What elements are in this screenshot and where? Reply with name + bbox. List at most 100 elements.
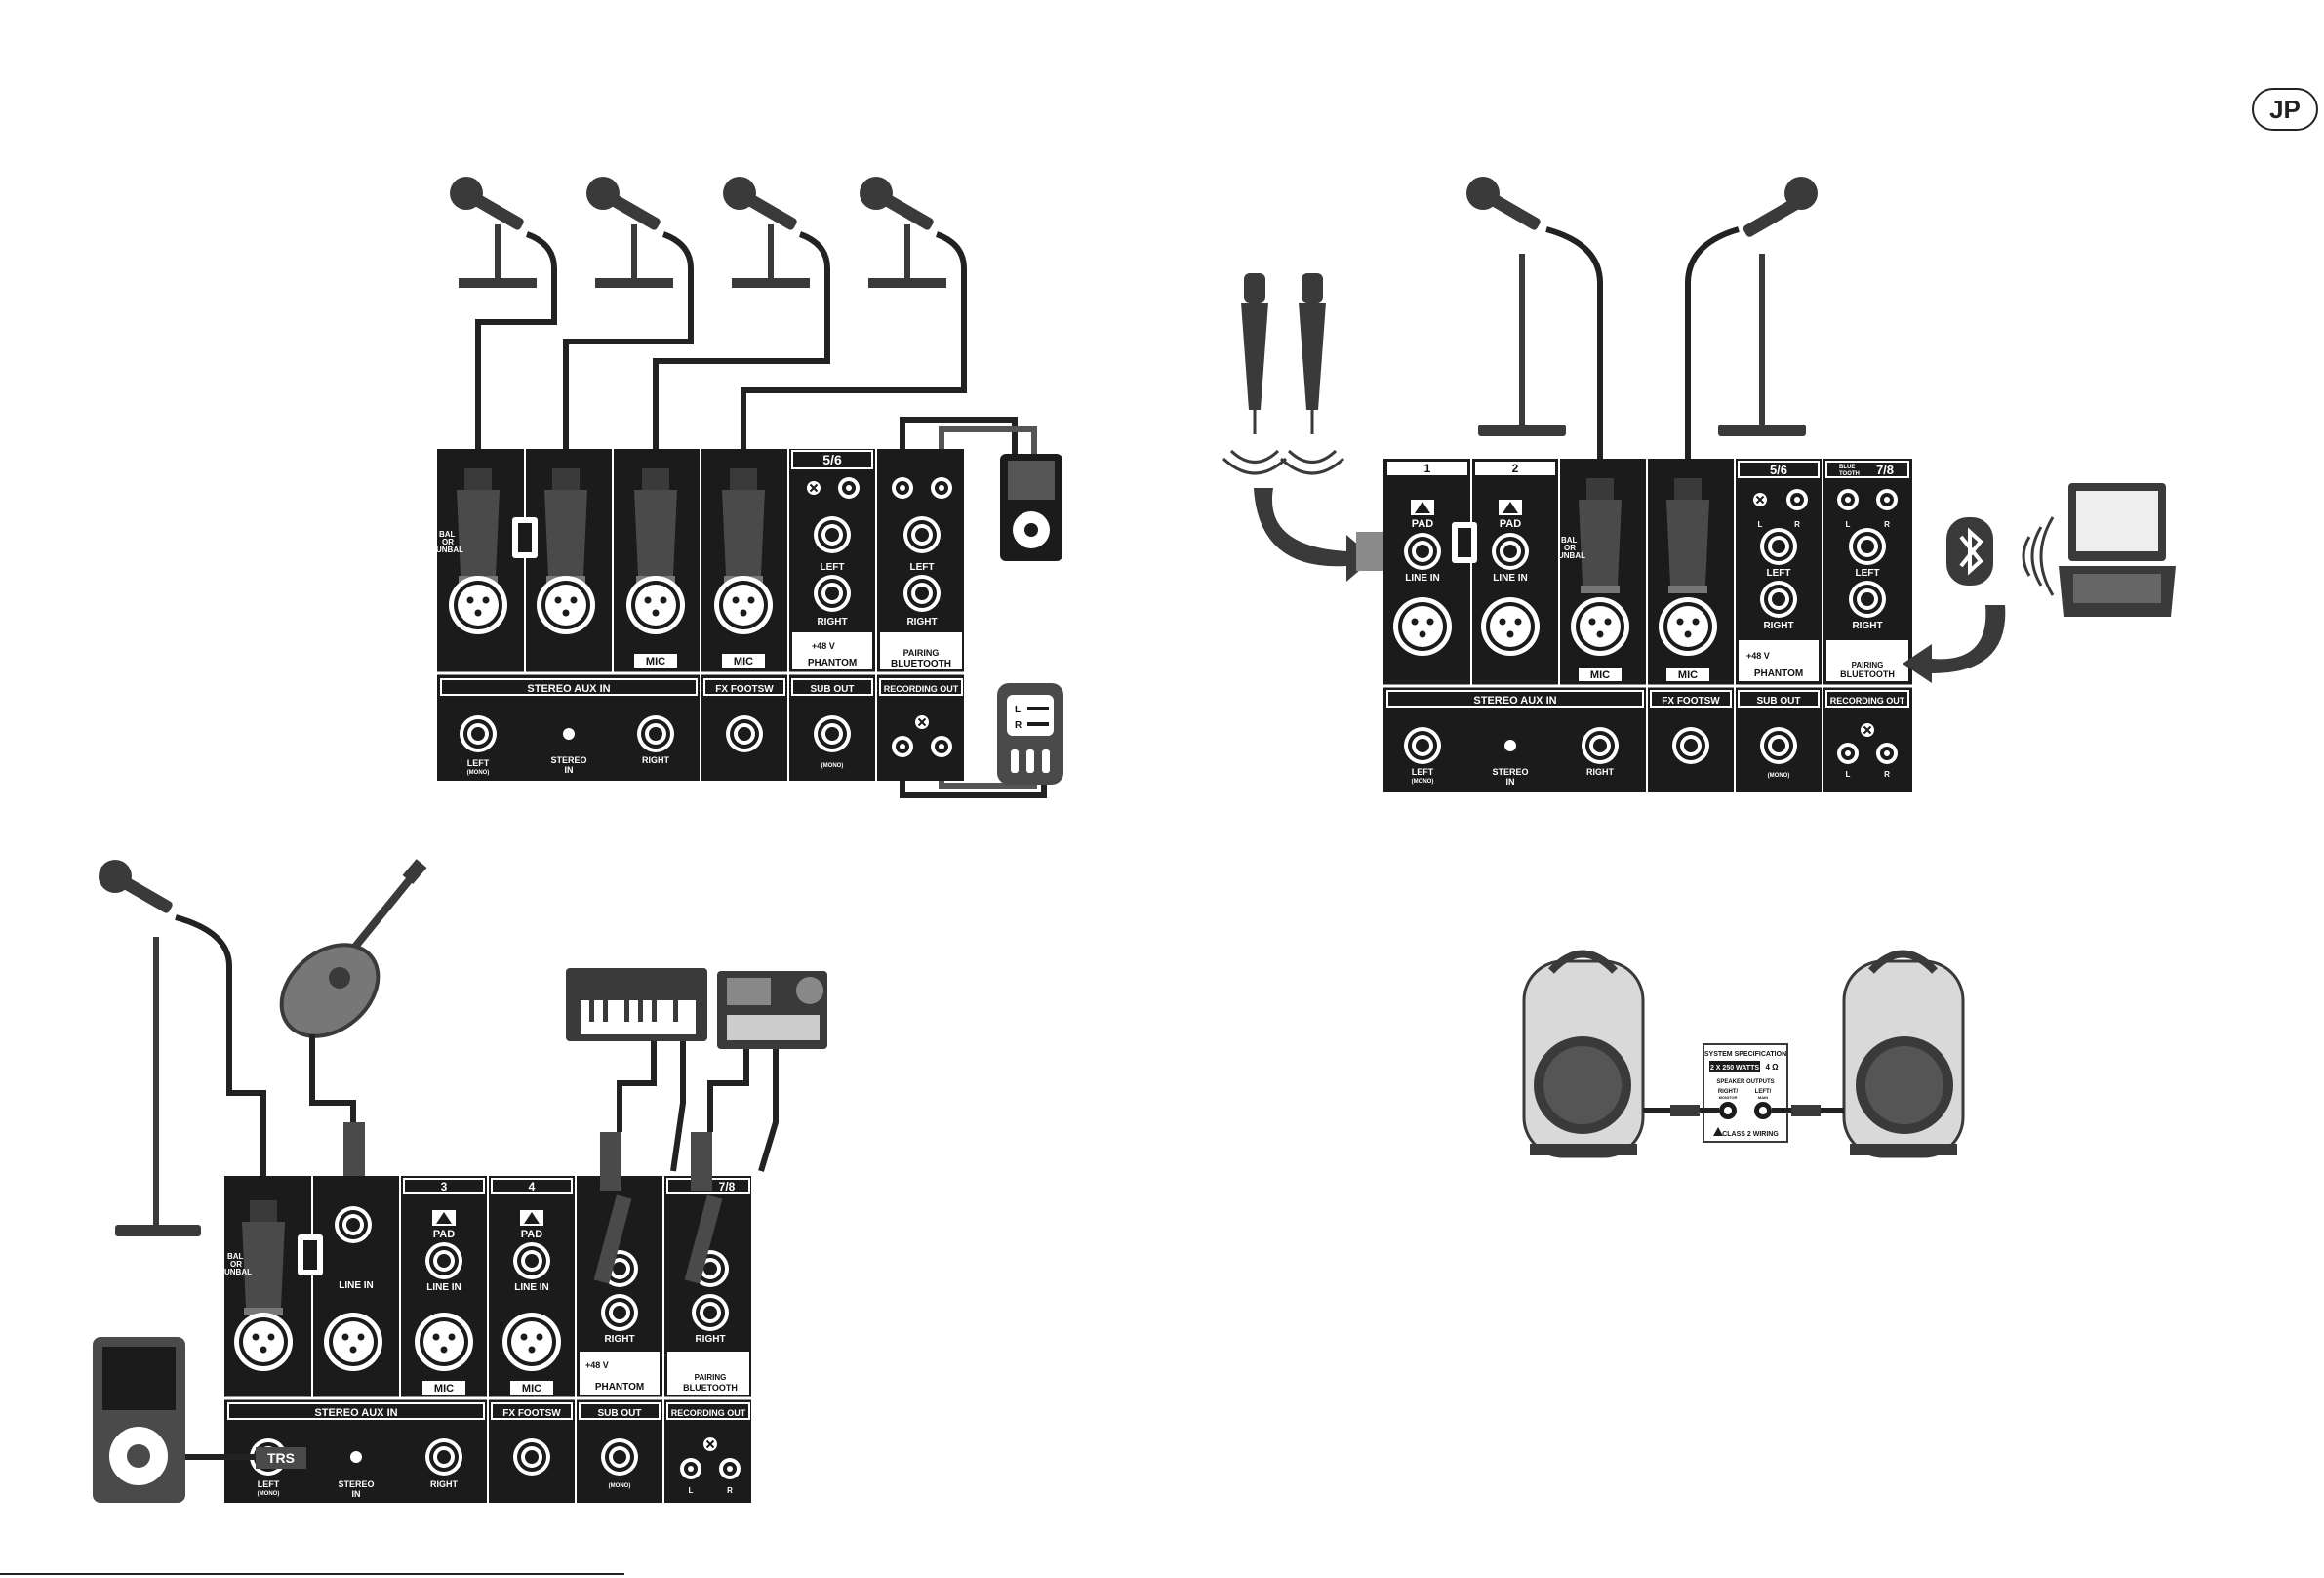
plate-left: LEFT/ bbox=[1755, 1089, 1772, 1095]
sub-out-sub: (MONO) bbox=[821, 763, 844, 769]
bluetooth-label: BLUETOOTH bbox=[683, 1383, 738, 1393]
right-label: RIGHT bbox=[604, 1334, 634, 1345]
aux-right-label: RIGHT bbox=[1586, 767, 1615, 777]
sub-out-sub: (MONO) bbox=[609, 1483, 631, 1489]
microphone-icon bbox=[99, 860, 201, 1236]
plate-watts: 2 X 250 WATTS bbox=[1710, 1065, 1759, 1072]
pairing-label: PAIRING bbox=[1852, 661, 1884, 669]
bluetooth-header-b: TOOTH bbox=[1839, 471, 1860, 477]
aux-left-label: LEFT bbox=[467, 758, 490, 768]
fx-footswitch-label: FX FOOTSW bbox=[502, 1408, 561, 1419]
phantom-voltage: +48 V bbox=[1746, 651, 1770, 661]
r-label: R bbox=[727, 1486, 733, 1495]
channel-7-8-header: 7/8 bbox=[1876, 463, 1894, 477]
l-label: L bbox=[1846, 770, 1851, 779]
phantom-label: PHANTOM bbox=[595, 1382, 644, 1393]
stereo-aux-in-header: STEREO AUX IN bbox=[314, 1407, 397, 1419]
aux-left-label: LEFT bbox=[258, 1479, 280, 1489]
diagram-four-mics: BAL OR UNBAL MIC MIC 5/6 LEFT RIGHT +48 … bbox=[436, 177, 1063, 798]
stereo-label: STEREO bbox=[338, 1479, 374, 1489]
aux-right-label: RIGHT bbox=[642, 755, 670, 765]
microphone-icon bbox=[586, 177, 673, 288]
speaker-output-plate: SYSTEM SPECIFICATION 2 X 250 WATTS 4 Ω S… bbox=[1703, 1043, 1788, 1143]
phantom-voltage: +48 V bbox=[585, 1360, 609, 1370]
bal-label: OR bbox=[442, 538, 454, 546]
sub-out-label: SUB OUT bbox=[811, 684, 855, 695]
sub-out-sub: (MONO) bbox=[1768, 773, 1790, 779]
bluetooth-icon bbox=[1946, 517, 1993, 586]
phantom-label: PHANTOM bbox=[1754, 668, 1803, 679]
instrument-cables bbox=[617, 1041, 779, 1172]
microphone-icon bbox=[860, 177, 946, 288]
pairing-label: PAIRING bbox=[695, 1373, 727, 1382]
channel-label: MIC bbox=[734, 656, 753, 668]
microphone-icon bbox=[450, 177, 537, 288]
in-label: IN bbox=[1506, 777, 1515, 787]
right-label: RIGHT bbox=[906, 617, 937, 627]
mixer-panel bbox=[437, 449, 964, 781]
recording-out-label: RECORDING OUT bbox=[1830, 696, 1905, 706]
keyboard-icon bbox=[566, 968, 707, 1041]
r-label: R bbox=[1794, 520, 1800, 529]
pad-label: PAD bbox=[521, 1229, 542, 1240]
channel-4-number: 4 bbox=[529, 1180, 536, 1194]
right-label: RIGHT bbox=[1852, 621, 1882, 631]
l-label: L bbox=[1758, 520, 1763, 529]
left-label: LEFT bbox=[1856, 568, 1880, 579]
channel-1-number: 1 bbox=[1424, 462, 1431, 475]
drum-machine-icon bbox=[717, 971, 827, 1049]
channel-7-8-header: 7/8 bbox=[719, 1180, 736, 1194]
speaker-icon bbox=[1842, 950, 1965, 1158]
left-label: LEFT bbox=[910, 562, 935, 573]
plate-right: RIGHT/ bbox=[1718, 1089, 1739, 1095]
r-label: R bbox=[1884, 770, 1890, 779]
fx-footswitch-label: FX FOOTSW bbox=[1662, 696, 1720, 707]
aux-left-sub: (MONO) bbox=[467, 770, 490, 776]
diagram-guitar-keyboard: BAL OR UNBAL LINE IN 3 PAD LINE IN MIC 4… bbox=[93, 859, 827, 1503]
left-label: LEFT bbox=[1767, 568, 1791, 579]
stereo-aux-in-header: STEREO AUX IN bbox=[527, 683, 610, 695]
pad-label: PAD bbox=[1412, 518, 1433, 530]
bal-label: UNBAL bbox=[224, 1268, 252, 1276]
in-label: IN bbox=[565, 765, 574, 775]
wireless-microphone-icon bbox=[1279, 273, 1345, 475]
line-in-label: LINE IN bbox=[1405, 573, 1440, 584]
language-label: JP bbox=[2269, 94, 2301, 124]
diagram-wireless-bluetooth: 1 PAD LINE IN 2 PAD LINE IN MIC MIC BAL … bbox=[1222, 177, 2176, 792]
wireless-signal-icon bbox=[2022, 516, 2055, 596]
left-label: LEFT bbox=[821, 562, 845, 573]
diagram-speakers: SYSTEM SPECIFICATION 2 X 250 WATTS 4 Ω S… bbox=[1522, 950, 1965, 1158]
speaker-icon bbox=[1522, 950, 1645, 1158]
r-label: R bbox=[1884, 520, 1890, 529]
aux-left-sub: (MONO) bbox=[1412, 779, 1434, 785]
channel-5-6-header: 5/6 bbox=[822, 452, 842, 467]
right-label: RIGHT bbox=[817, 617, 847, 627]
bal-label: BAL bbox=[227, 1252, 244, 1261]
bal-label: BAL bbox=[1561, 536, 1578, 545]
pad-label: PAD bbox=[1500, 518, 1521, 530]
aux-left-label: LEFT bbox=[1412, 767, 1434, 777]
stereo-label: STEREO bbox=[550, 755, 586, 765]
language-badge: JP bbox=[2252, 88, 2318, 131]
channel-label: MIC bbox=[1590, 669, 1610, 681]
fx-footswitch-label: FX FOOTSW bbox=[715, 684, 774, 695]
bal-label: UNBAL bbox=[436, 546, 463, 554]
bal-label: UNBAL bbox=[1558, 551, 1585, 560]
line-in-label: LINE IN bbox=[514, 1282, 549, 1293]
stereo-aux-in-header: STEREO AUX IN bbox=[1473, 695, 1556, 707]
in-label: IN bbox=[352, 1489, 361, 1499]
channel-label: MIC bbox=[1678, 669, 1698, 681]
media-player-icon bbox=[1000, 454, 1062, 561]
plate-left-sub: MAIN bbox=[1758, 1095, 1768, 1100]
channel-2-number: 2 bbox=[1512, 462, 1519, 475]
device-l-label: L bbox=[1015, 705, 1021, 715]
bluetooth-header-a: BLUE bbox=[1839, 465, 1855, 470]
trs-label: TRS bbox=[267, 1450, 295, 1466]
plate-title: SYSTEM SPECIFICATION bbox=[1704, 1051, 1786, 1058]
channel-label: MIC bbox=[434, 1383, 454, 1395]
pairing-label: PAIRING bbox=[903, 648, 940, 658]
plate-right-sub: MONITOR bbox=[1719, 1095, 1738, 1100]
l-label: L bbox=[1846, 520, 1851, 529]
plate-outputs: SPEAKER OUTPUTS bbox=[1716, 1079, 1774, 1085]
recorder-device-icon: L R bbox=[997, 683, 1063, 785]
